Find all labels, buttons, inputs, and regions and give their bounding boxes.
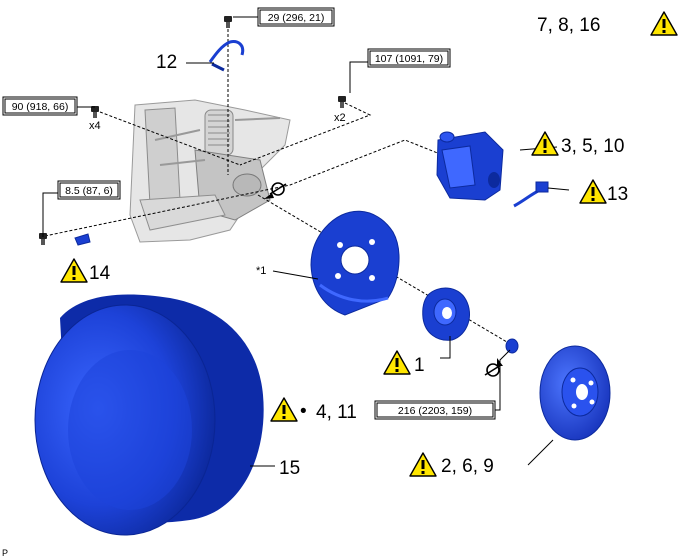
clip <box>74 233 91 246</box>
ref-tire-bullet: • <box>300 401 307 422</box>
warning-icon <box>60 258 88 283</box>
torque-spec-t5: 216 (2203, 159) <box>374 400 496 420</box>
bolt-icon <box>91 106 99 118</box>
svg-text:29 (296, 21): 29 (296, 21) <box>268 12 325 24</box>
ref-caliper: 3, 5, 10 <box>561 136 624 157</box>
brake-disc <box>539 345 611 441</box>
ref-clip: 14 <box>89 263 111 284</box>
ref-top-right: 7, 8, 16 <box>537 15 600 36</box>
hub-nut <box>505 338 519 354</box>
warning-icon <box>579 179 607 204</box>
ref-sensor: 13 <box>607 184 628 205</box>
warning-icon <box>531 131 559 156</box>
bolt-icon <box>224 16 232 28</box>
axle-hub <box>422 287 470 341</box>
qty-x2: x2 <box>334 112 346 124</box>
ref-wheel: 15 <box>279 458 300 479</box>
qty-x4: x4 <box>89 120 101 132</box>
brake-caliper <box>436 131 504 201</box>
bolt-icon <box>338 96 346 108</box>
ref-hose: 12 <box>156 52 177 73</box>
speed-sensor <box>513 181 549 208</box>
warning-icon <box>409 452 437 477</box>
ref-disc: 2, 6, 9 <box>441 456 494 477</box>
shield-note: *1 <box>256 265 266 277</box>
flexible-hose <box>208 40 245 72</box>
torque-spec-t3: 90 (918, 66) <box>2 96 78 116</box>
warning-icon <box>650 11 678 36</box>
dust-shield <box>310 210 400 316</box>
torque-spec-t2: 107 (1091, 79) <box>367 48 451 68</box>
corner-mark: P <box>2 548 8 558</box>
ref-hub: 1 <box>414 355 425 376</box>
svg-text:8.5 (87, 6): 8.5 (87, 6) <box>65 185 113 197</box>
warning-icon <box>383 350 411 375</box>
leader-lines <box>42 16 570 467</box>
tire-wheel <box>34 294 264 536</box>
ref-tire: 4, 11 <box>316 402 357 423</box>
svg-text:216 (2203, 159): 216 (2203, 159) <box>398 405 472 417</box>
svg-text:107 (1091, 79): 107 (1091, 79) <box>375 53 443 65</box>
suspension-assembly <box>129 99 291 243</box>
svg-text:90 (918, 66): 90 (918, 66) <box>12 101 69 113</box>
torque-wrench-icon <box>484 358 503 377</box>
torque-spec-t1: 29 (296, 21) <box>257 7 335 27</box>
warning-icon <box>270 397 298 422</box>
torque-wrench-icon <box>264 182 287 199</box>
torque-spec-t4: 8.5 (87, 6) <box>57 180 121 200</box>
